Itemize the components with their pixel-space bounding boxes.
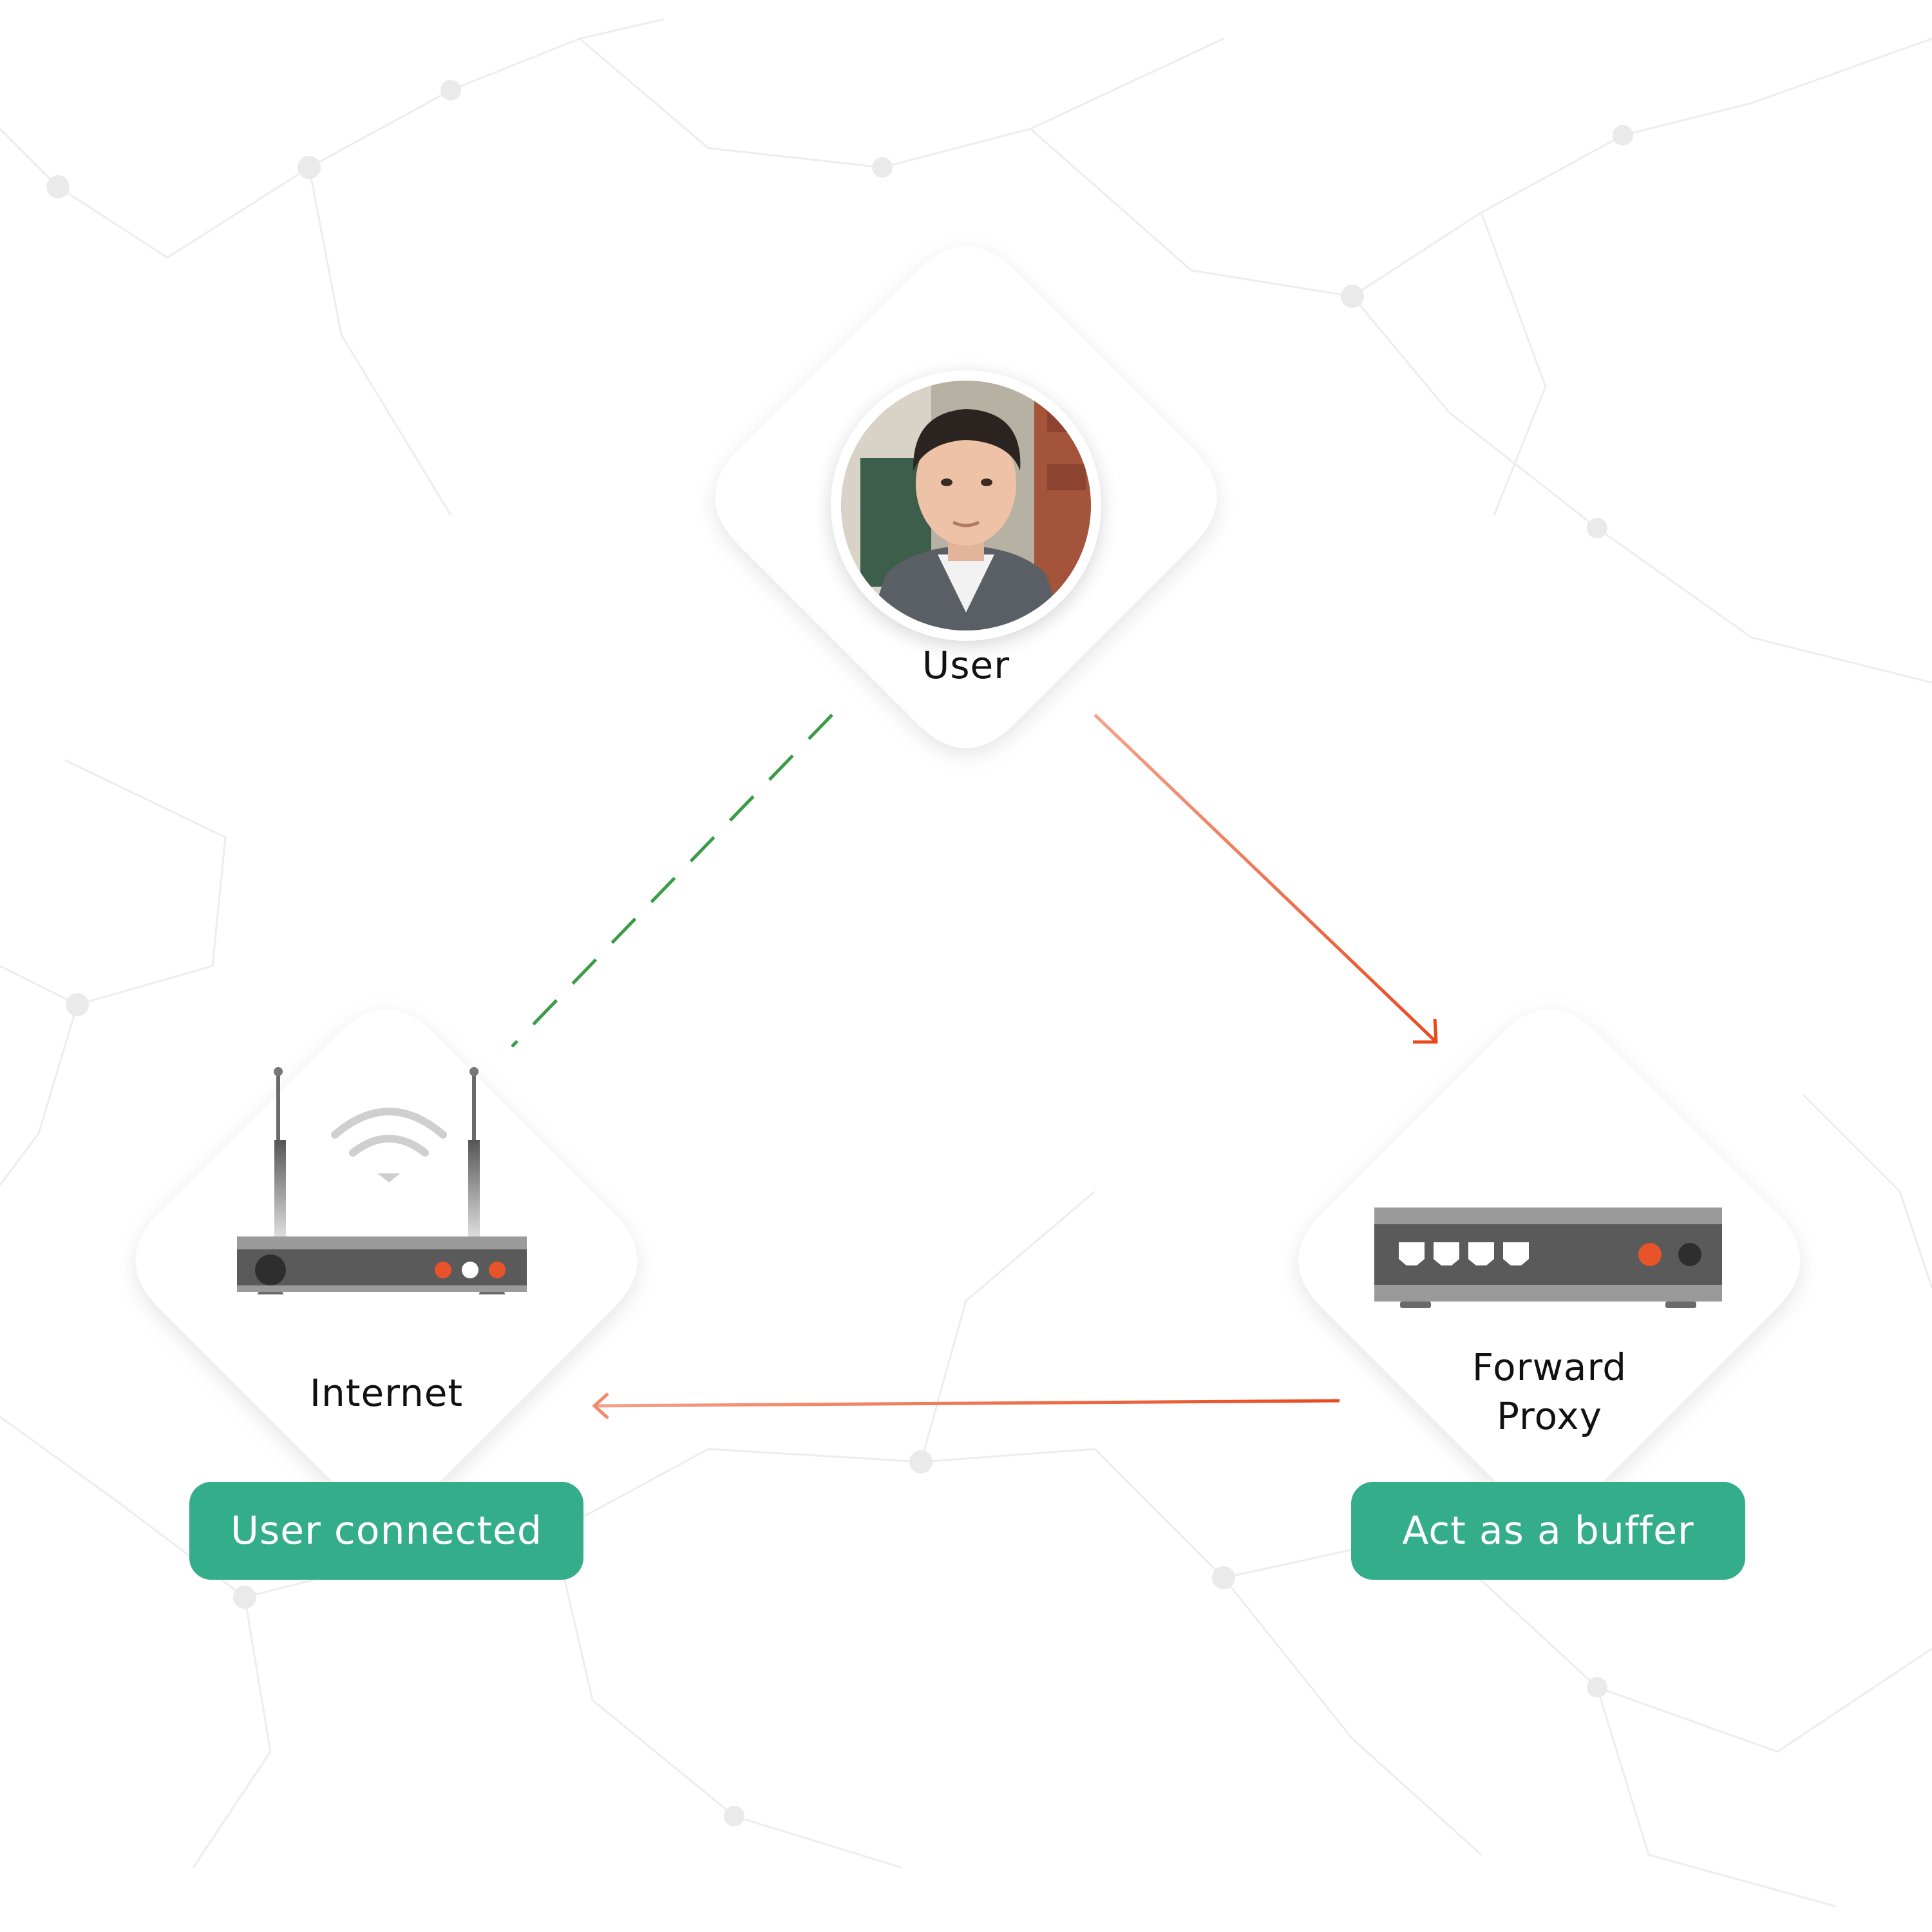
edge-user-proxy	[1094, 714, 1438, 1044]
edge-user-internet	[511, 714, 833, 1048]
edge-proxy-internet	[592, 1392, 1340, 1419]
node-internet-label: Internet	[309, 1371, 464, 1415]
network-switch-icon	[1374, 1208, 1722, 1308]
tag-act-as-buffer: Act as a buffer	[1351, 1482, 1745, 1580]
user-avatar	[831, 370, 1101, 641]
wifi-router-icon	[237, 1067, 527, 1294]
tag-user-connected: User connected	[189, 1482, 583, 1580]
node-proxy-label: Forward Proxy	[1472, 1345, 1627, 1438]
node-internet: Internet	[111, 985, 661, 1535]
user-photo-icon	[841, 381, 1091, 630]
node-user: User	[691, 222, 1241, 772]
node-user-label: User	[922, 643, 1010, 687]
node-forward-proxy: Forward Proxy	[1274, 985, 1824, 1535]
